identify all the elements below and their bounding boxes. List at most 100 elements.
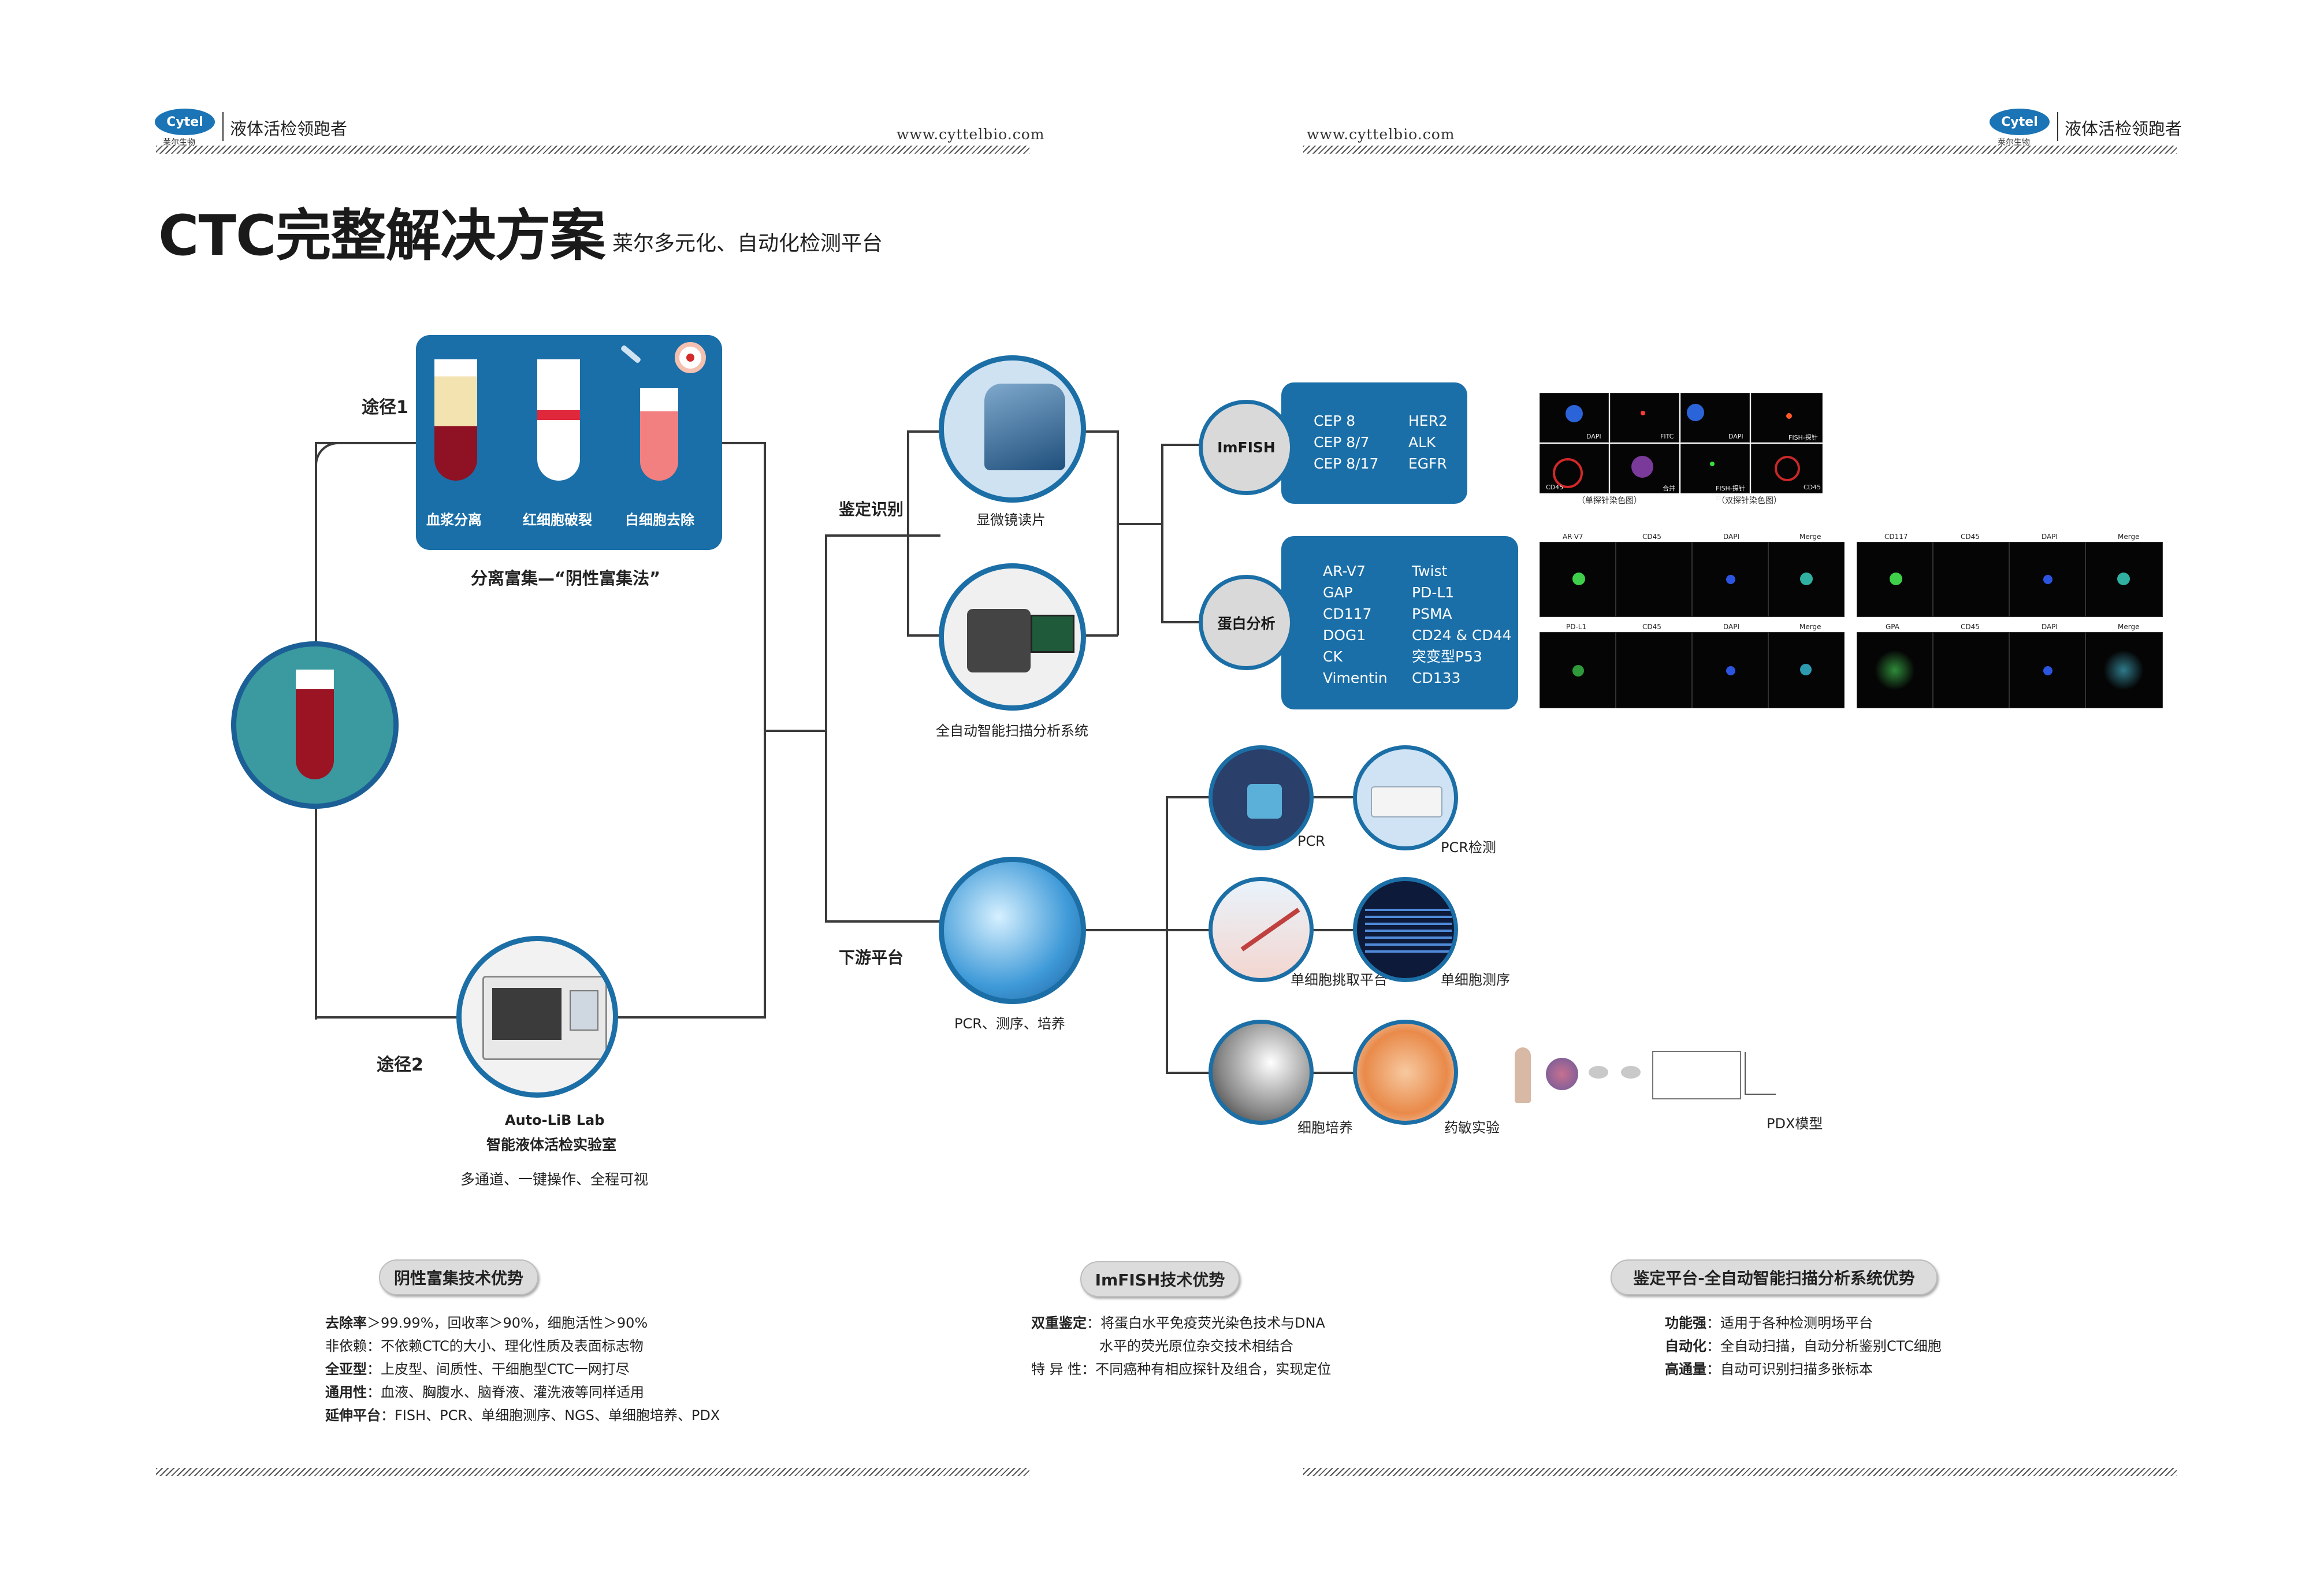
cell-culture-node[interactable]	[1209, 1020, 1314, 1125]
adv-title-scanner: 鉴定平台-全自动智能扫描分析系统优势	[1611, 1259, 1938, 1295]
connector	[1117, 430, 1119, 635]
adv-line: 高通量：自动可识别扫描多张标本	[1665, 1361, 1873, 1377]
adv-line: 非依赖：不依赖CTC的大小、理化性质及表面标志物	[325, 1338, 644, 1354]
branch-downstream-label: 下游平台	[839, 948, 904, 967]
protein-image	[2009, 632, 2085, 708]
pcr-detection-label: PCR检测	[1441, 839, 1496, 856]
connector	[1161, 444, 1163, 623]
single-cell-seq-node[interactable]	[1353, 877, 1458, 982]
imfish-col2: HER2 ALK EGFR	[1408, 410, 1448, 474]
footer-divider-left	[156, 1468, 1029, 1476]
header-divider-right	[1303, 146, 2177, 154]
tumor-tissue-icon	[1546, 1058, 1578, 1090]
imfish-box: CEP 8 CEP 8/7 CEP 8/17 HER2 ALK EGFR	[1281, 382, 1467, 504]
protein-item: AR-V7	[1323, 563, 1366, 579]
protein-item: CD133	[1412, 670, 1461, 686]
cell-target-icon	[675, 342, 706, 373]
protein-image	[2085, 542, 2163, 617]
connector	[315, 1016, 465, 1019]
drug-sensitivity-node[interactable]	[1353, 1020, 1458, 1125]
cell-culture-label: 细胞培养	[1297, 1120, 1353, 1136]
connector	[907, 430, 942, 433]
monitor-icon	[1031, 615, 1074, 653]
protein-image	[1540, 632, 1616, 708]
brand-logo: Cytel	[155, 109, 215, 135]
adv-line: 特 异 性：不同癌种有相应探针及组合，实现定位	[1031, 1361, 1332, 1377]
protein-item: DOG1	[1323, 627, 1366, 644]
adv-title-negative-enrichment: 阴性富集技术优势	[379, 1259, 538, 1295]
mouse-icon	[1621, 1066, 1641, 1079]
step-plasma-separation: 血浆分离	[426, 512, 482, 528]
imfish-image-grid: DAPI FITC DAPI FISH-探针A CD45 合并 FISH-探针组…	[1540, 393, 1823, 501]
protein-item: GAP	[1323, 584, 1353, 601]
imfish-item: CEP 8	[1314, 412, 1356, 429]
protein-item: PD-L1	[1412, 584, 1455, 601]
imfish-node[interactable]: ImFISH	[1199, 400, 1294, 495]
rbc-lysis-tube-icon	[537, 359, 580, 481]
page-subtitle: 莱尔多元化、自动化检测平台	[612, 232, 883, 255]
plasma-tube-icon	[434, 359, 477, 481]
connector	[907, 634, 942, 637]
protein-image	[1768, 632, 1845, 708]
brand-separator	[222, 112, 224, 141]
protein-node[interactable]: 蛋白分析	[1199, 575, 1294, 670]
connector	[1311, 929, 1358, 931]
fish-image: DAPI	[1680, 393, 1750, 443]
pdx-model-diagram	[1508, 1037, 1779, 1106]
website-url-right[interactable]: www.cyttelbio.com	[1307, 126, 1455, 143]
pcr-node[interactable]	[1209, 745, 1314, 850]
connector	[1166, 796, 1168, 1073]
imfish-item: HER2	[1408, 412, 1448, 429]
adv-line: 功能强：适用于各种检测明场平台	[1665, 1315, 1873, 1331]
website-url[interactable]: www.cyttelbio.com	[897, 126, 1045, 143]
imfish-item: CEP 8/17	[1314, 455, 1379, 472]
adv-line: 通用性：血液、胸腹水、脑脊液、灌洗液等同样适用	[325, 1384, 644, 1400]
connector	[1161, 444, 1207, 446]
well-plate-icon	[1371, 786, 1442, 817]
protein-item: 突变型P53	[1412, 648, 1482, 665]
protein-box: AR-V7 GAP CD117 DOG1 CK Vimentin Twist P…	[1281, 536, 1518, 709]
route2-name: Auto-LiB Lab	[505, 1112, 605, 1128]
adv-line: 去除率＞99.99%，回收率＞90%，细胞活性＞90%	[325, 1315, 648, 1331]
adv-line: 自动化：全自动扫描，自动分析鉴别CTC细胞	[1665, 1338, 1942, 1354]
single-cell-picking-node[interactable]	[1209, 877, 1314, 982]
connector	[1083, 929, 1167, 931]
footer-divider-right	[1303, 1468, 2177, 1476]
adv-line: 水平的荧光原位杂交技术相结合	[1099, 1338, 1293, 1354]
scanner-label: 全自动智能扫描分析系统	[936, 723, 1088, 739]
growth-curve-icon	[1745, 1052, 1776, 1095]
adv-list-imfish: 双重鉴定：将蛋白水平免疫荧光染色技术与DNA 水平的荧光原位杂交技术相结合 特 …	[1031, 1311, 1331, 1381]
syringe-icon	[620, 344, 642, 364]
fish-image: CD45	[1540, 444, 1609, 493]
fish-image: DAPI	[1540, 393, 1609, 443]
pcr-detection-node[interactable]	[1353, 745, 1458, 850]
protein-image	[1933, 632, 2009, 708]
brand-separator-right	[2057, 112, 2058, 141]
auto-lib-lab-circle[interactable]	[456, 936, 618, 1098]
fish-image: CD45	[1751, 444, 1823, 493]
protein-item: CK	[1323, 648, 1343, 665]
fish-image: 合并	[1610, 444, 1679, 493]
adv-list-negative-enrichment: 去除率＞99.99%，回收率＞90%，细胞活性＞90% 非依赖：不依赖CTC的大…	[325, 1311, 720, 1427]
route1-label: 途径1	[362, 397, 408, 418]
microscope-icon	[984, 384, 1065, 470]
protein-item: Twist	[1412, 563, 1448, 579]
mouse-icon	[1589, 1066, 1608, 1079]
connector	[825, 534, 827, 921]
single-cell-seq-label: 单细胞测序	[1441, 972, 1510, 988]
pcr-label: PCR	[1297, 833, 1325, 849]
protein-item: CD24 & CD44	[1412, 627, 1512, 644]
downstream-hub-node[interactable]	[939, 857, 1086, 1004]
single-cell-picking-label: 单细胞挑取平台	[1291, 972, 1388, 988]
protein-image	[1768, 542, 1845, 617]
step-rbc-lysis: 红细胞破裂	[523, 512, 592, 528]
protein-image	[1616, 542, 1692, 617]
drug-sensitivity-label: 药敏实验	[1444, 1120, 1500, 1136]
connector	[1166, 929, 1212, 931]
microscope-node[interactable]	[939, 355, 1086, 503]
connector	[1083, 634, 1118, 637]
wbc-removal-tube-icon	[640, 388, 678, 481]
connector	[825, 534, 940, 537]
adv-line: 延伸平台：FISH、PCR、单细胞测序、NGS、单细胞培养、PDX	[325, 1407, 720, 1424]
scanner-node[interactable]	[939, 563, 1086, 711]
